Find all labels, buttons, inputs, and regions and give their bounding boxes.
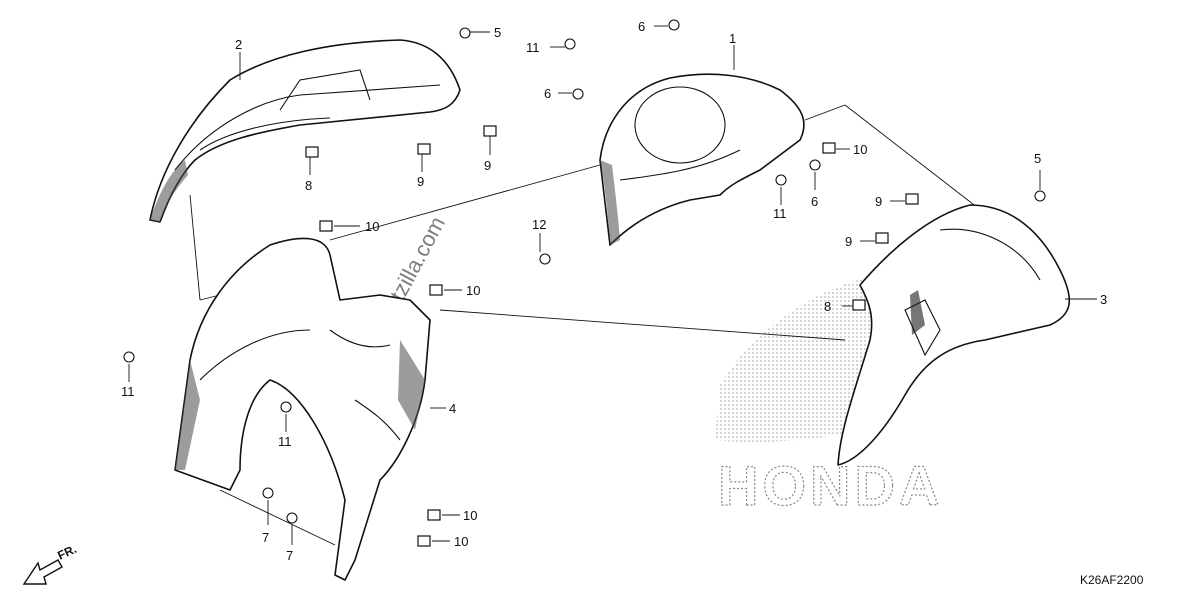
clip-9c[interactable] — [905, 193, 919, 205]
callout-10a: 10 — [365, 219, 379, 234]
callout-6c: 6 — [811, 194, 818, 209]
bolt-11a[interactable] — [564, 38, 576, 50]
callout-9c: 9 — [875, 194, 882, 209]
callout-8a: 8 — [305, 178, 312, 193]
clip-10a[interactable] — [319, 220, 333, 232]
callout-4: 4 — [449, 401, 456, 416]
clip-10c[interactable] — [427, 509, 441, 521]
clip-9a[interactable] — [417, 143, 431, 155]
callout-5b: 5 — [1034, 151, 1041, 166]
callout-8b: 8 — [824, 299, 831, 314]
callout-10e: 10 — [853, 142, 867, 157]
callout-6a: 6 — [638, 19, 645, 34]
bolt-11d[interactable] — [280, 401, 292, 413]
brand-logo-watermark-text: HONDA — [718, 454, 943, 517]
clip-9b[interactable] — [483, 125, 497, 137]
clip-8b[interactable] — [852, 299, 866, 311]
bolt-11b[interactable] — [775, 174, 787, 186]
front-label: FR. — [55, 542, 78, 563]
callout-2: 2 — [235, 37, 242, 52]
bolt-7a[interactable] — [262, 487, 274, 499]
callout-9d: 9 — [845, 234, 852, 249]
part-4-lower-cover[interactable] — [174, 237, 431, 581]
callout-10b: 10 — [466, 283, 480, 298]
callout-9b: 9 — [484, 158, 491, 173]
fasteners — [123, 19, 1046, 547]
callout-6b: 6 — [544, 86, 551, 101]
bolt-6b[interactable] — [572, 88, 584, 100]
diagram-code: K26AF2200 — [1080, 573, 1144, 587]
callout-10d: 10 — [454, 534, 468, 549]
part-2-upper-cover[interactable] — [149, 39, 461, 223]
bolt-5a[interactable] — [459, 27, 471, 39]
callout-10c: 10 — [463, 508, 477, 523]
bolt-12[interactable] — [539, 253, 551, 265]
clip-10b[interactable] — [429, 284, 443, 296]
callout-5a: 5 — [494, 25, 501, 40]
part-1-center-cover[interactable] — [599, 73, 805, 246]
bolt-6c[interactable] — [809, 159, 821, 171]
clip-8a[interactable] — [305, 146, 319, 158]
front-arrow-icon — [22, 559, 63, 585]
bolt-11c[interactable] — [123, 351, 135, 363]
callout-7a: 7 — [262, 530, 269, 545]
callout-9a: 9 — [417, 174, 424, 189]
part-3-side-cover[interactable] — [837, 204, 1071, 466]
callout-1: 1 — [729, 31, 736, 46]
bolt-6a[interactable] — [668, 19, 680, 31]
callout-11a: 11 — [526, 40, 540, 55]
callout-11d: 11 — [278, 434, 292, 449]
callout-3: 3 — [1100, 292, 1107, 307]
callout-7b: 7 — [286, 548, 293, 563]
bolt-5b[interactable] — [1034, 190, 1046, 202]
clip-9d[interactable] — [875, 232, 889, 244]
bolt-7b[interactable] — [286, 512, 298, 524]
clip-10d[interactable] — [417, 535, 431, 547]
callout-12: 12 — [532, 217, 546, 232]
callout-11c: 11 — [121, 384, 135, 399]
callout-labels: 2 1 3 4 5 5 6 6 6 7 7 8 8 9 9 9 9 10 10 … — [121, 19, 1107, 563]
callout-leaders — [128, 25, 1097, 545]
front-direction-indicator: FR. — [22, 542, 79, 585]
callout-11b: 11 — [773, 206, 787, 221]
clip-10e[interactable] — [822, 142, 836, 154]
